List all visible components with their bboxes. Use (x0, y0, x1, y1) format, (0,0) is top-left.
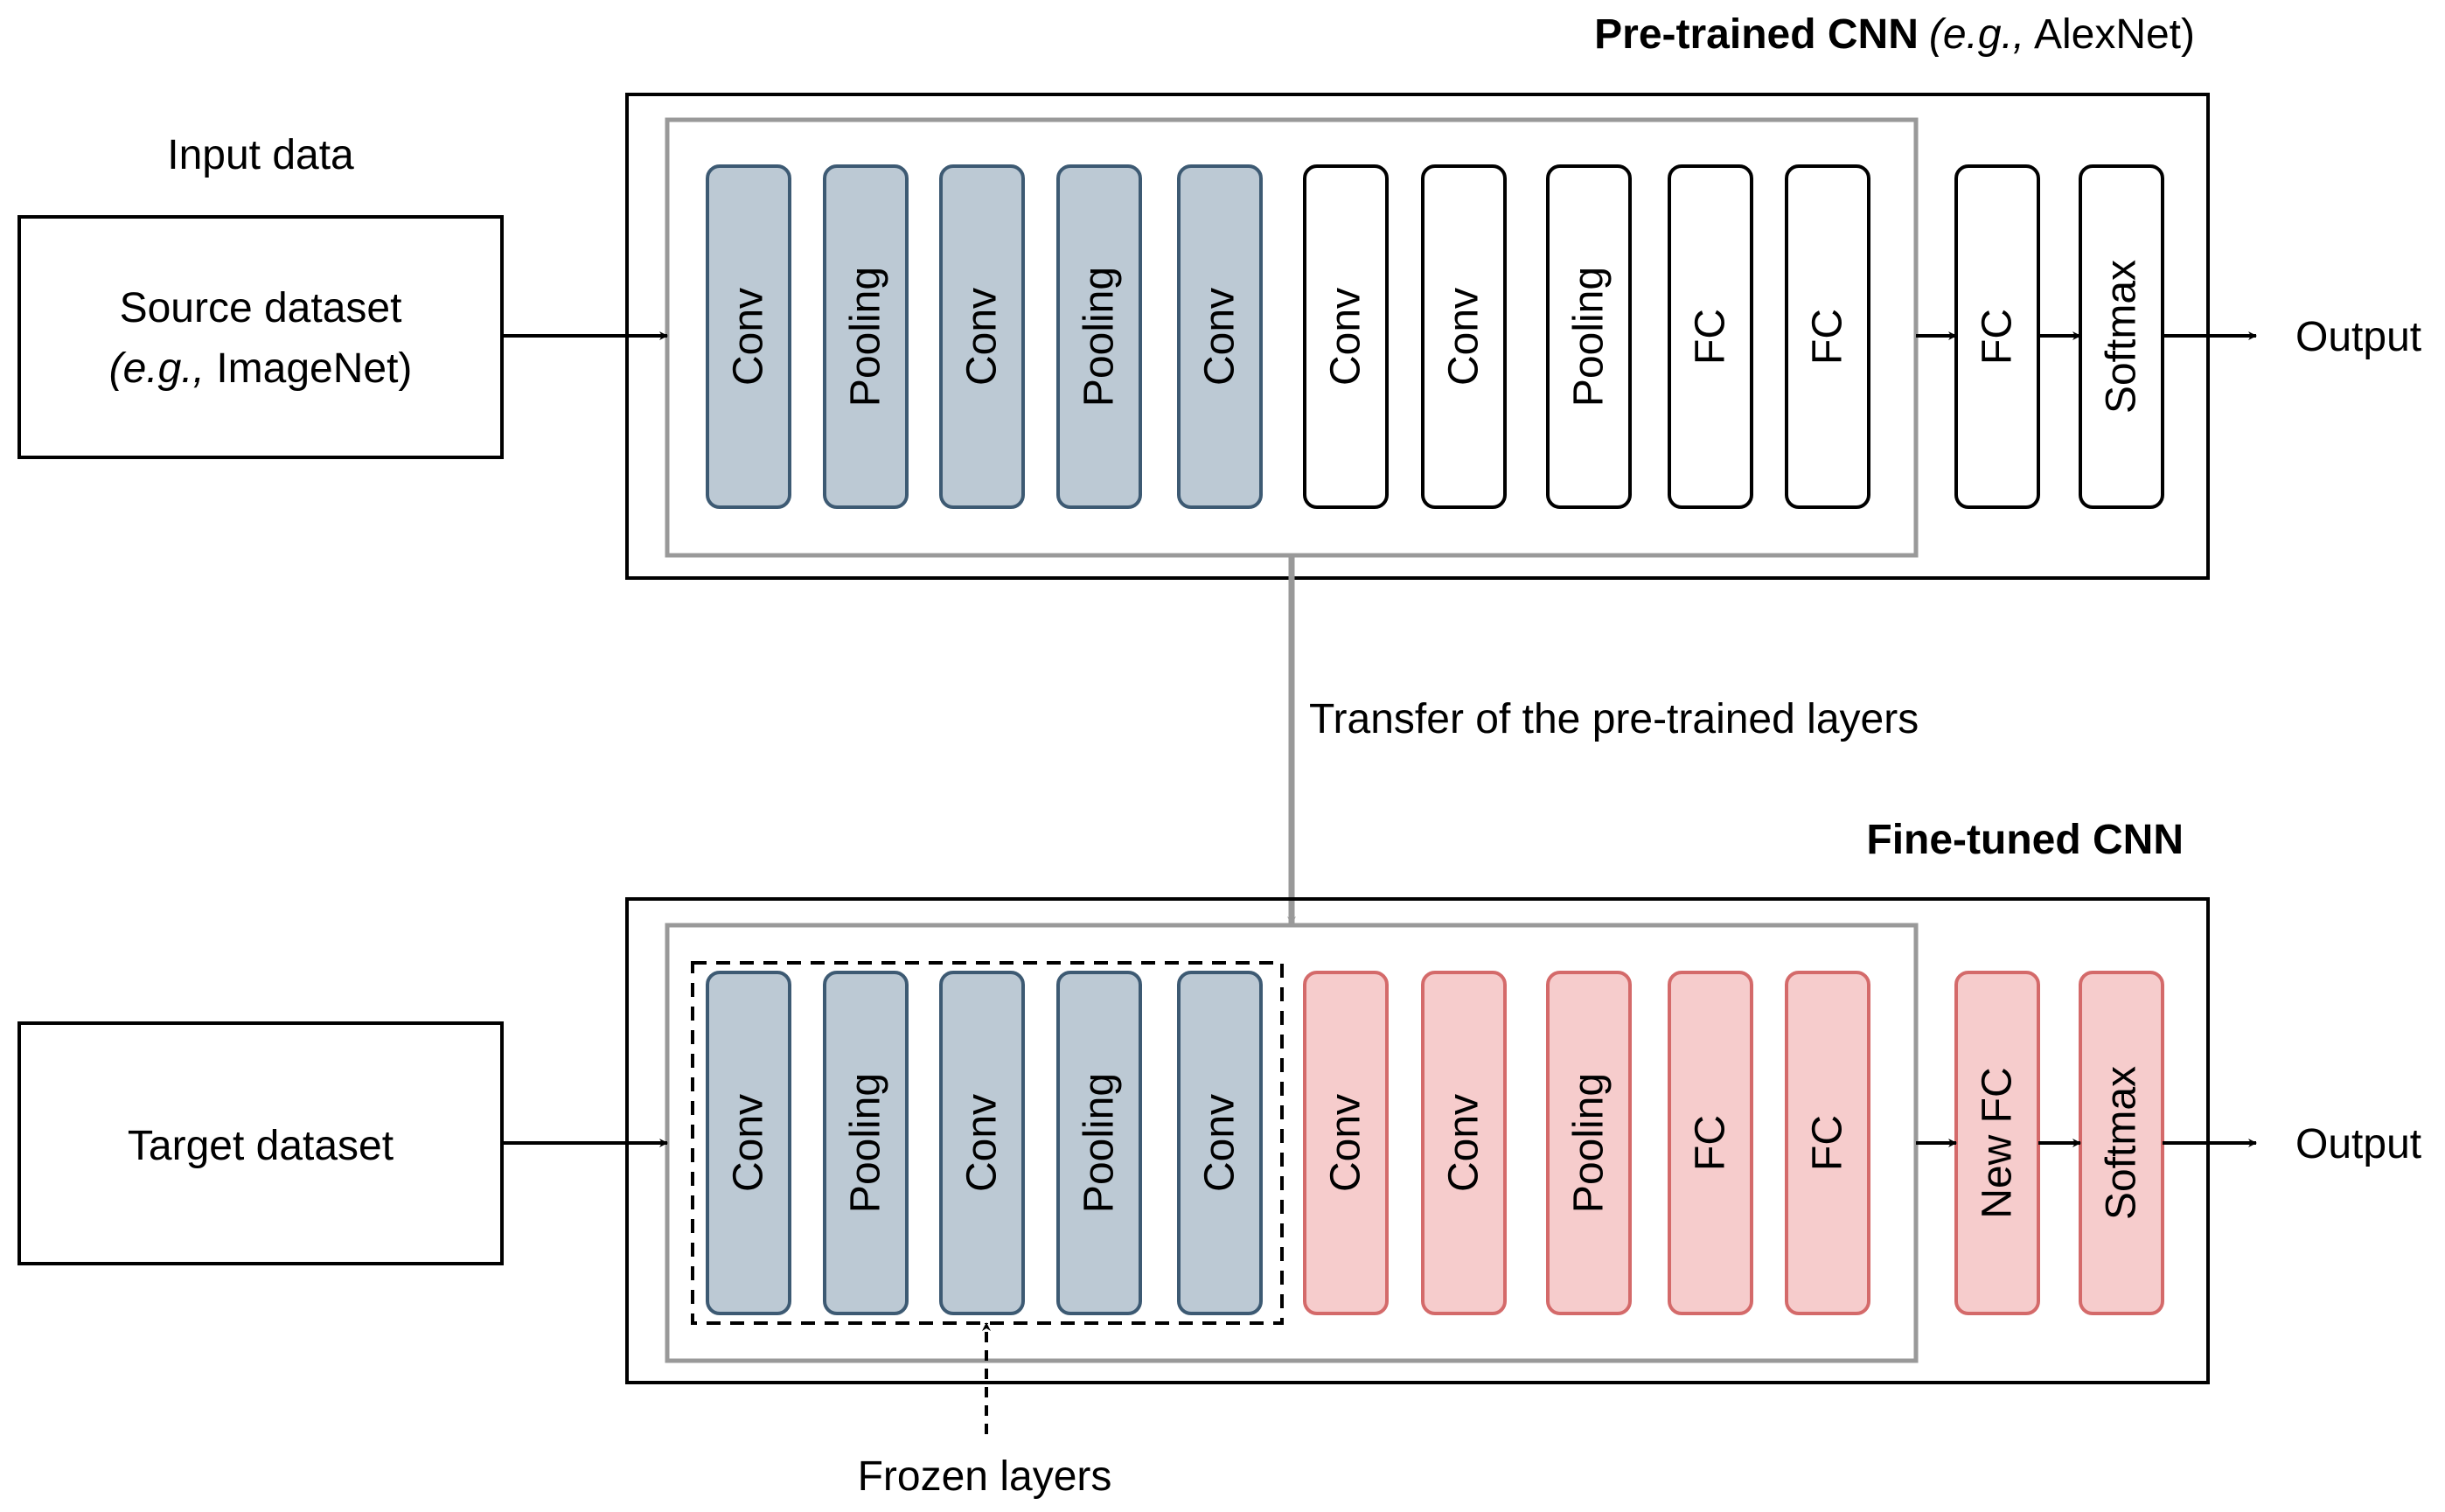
top-layer-3-conv-box (939, 164, 1025, 509)
bottom-layer-11-new-fc-label: New FC (1975, 1067, 2021, 1218)
source-dataset-label: Source dataset (120, 285, 402, 331)
top-layer-9-fc-box (1668, 164, 1753, 509)
input-data-caption: Input data (167, 132, 354, 178)
top-layer-8-pooling-box (1546, 164, 1632, 509)
output-label-top: Output (2295, 314, 2421, 360)
top-layer-9-fc-label: FC (1688, 309, 1734, 365)
finetuned-cnn-outer-box (625, 897, 2210, 1384)
top-layer-11-fc-label: FC (1975, 309, 2021, 365)
top-layer-4-pooling-label: Pooling (1076, 267, 1123, 407)
top-layer-1-conv-label: Conv (726, 288, 772, 386)
bottom-layer-3-conv-label: Conv (959, 1094, 1006, 1192)
bottom-layer-8-pooling-box (1546, 971, 1632, 1315)
bottom-layer-4-pooling-label: Pooling (1076, 1073, 1123, 1213)
finetuned-layer-stack: Conv Pooling Conv Pooling Conv Conv Conv Poolin… (706, 971, 2164, 1315)
bottom-layer-6-conv-box (1303, 971, 1389, 1315)
output-label-bottom: Output (2295, 1121, 2421, 1167)
frozen-layers-label: Frozen layers (858, 1453, 1112, 1500)
top-layer-6-conv-box (1303, 164, 1389, 509)
transfer-label: Transfer of the pre-trained layers (1309, 696, 1919, 742)
target-dataset-label: Target dataset (128, 1123, 394, 1169)
top-layer-10-fc-box (1785, 164, 1870, 509)
bottom-layer-7-conv-label: Conv (1441, 1094, 1487, 1192)
frozen-layers-box (691, 961, 1284, 1325)
bottom-layer-8-pooling-label: Pooling (1566, 1073, 1613, 1213)
top-layer-5-conv-label: Conv (1197, 288, 1243, 386)
top-layer-4-pooling-box (1056, 164, 1142, 509)
pretrained-cnn-title: Pre-trained CNN(e.g., AlexNet) (1594, 11, 2195, 58)
bottom-layer-12-softmax-label: Softmax (2099, 1066, 2145, 1220)
top-layer-1-conv-box (706, 164, 791, 509)
top-layer-2-pooling-label: Pooling (843, 267, 889, 407)
bottom-layer-2-pooling-box (823, 971, 909, 1315)
bottom-layer-1-conv-label: Conv (726, 1094, 772, 1192)
bottom-layer-5-conv-label: Conv (1197, 1094, 1243, 1192)
source-dataset-example: (e.g., ImageNet) (109, 345, 413, 392)
pretrained-layer-stack: Conv Pooling Conv Pooling Conv Conv Conv Poolin… (706, 164, 2164, 509)
top-layer-7-conv-box (1421, 164, 1507, 509)
bottom-layer-10-fc-box (1785, 971, 1870, 1315)
bottom-layer-3-conv-box (939, 971, 1025, 1315)
top-layer-3-conv-label: Conv (959, 288, 1006, 386)
top-layer-5-conv-box (1177, 164, 1263, 509)
bottom-layer-1-conv-box (706, 971, 791, 1315)
bottom-layer-4-pooling-box (1056, 971, 1142, 1315)
finetuned-cnn-title: Fine-tuned CNN (1866, 817, 2184, 863)
bottom-layer-9-fc-label: FC (1688, 1115, 1734, 1171)
top-layer-7-conv-label: Conv (1441, 288, 1487, 386)
top-layer-8-pooling-label: Pooling (1566, 267, 1613, 407)
top-layer-2-pooling-box (823, 164, 909, 509)
top-layer-6-conv-label: Conv (1323, 288, 1369, 386)
bottom-layer-7-conv-box (1421, 971, 1507, 1315)
target-dataset-box (17, 1021, 504, 1265)
top-layer-12-softmax-label: Softmax (2099, 260, 2145, 414)
top-layer-10-fc-label: FC (1805, 309, 1851, 365)
source-dataset-box (17, 215, 504, 459)
bottom-layer-10-fc-label: FC (1805, 1115, 1851, 1171)
bottom-layer-5-conv-box (1177, 971, 1263, 1315)
bottom-layer-2-pooling-label: Pooling (843, 1073, 889, 1213)
bottom-layer-6-conv-label: Conv (1323, 1094, 1369, 1192)
bottom-layer-9-fc-box (1668, 971, 1753, 1315)
